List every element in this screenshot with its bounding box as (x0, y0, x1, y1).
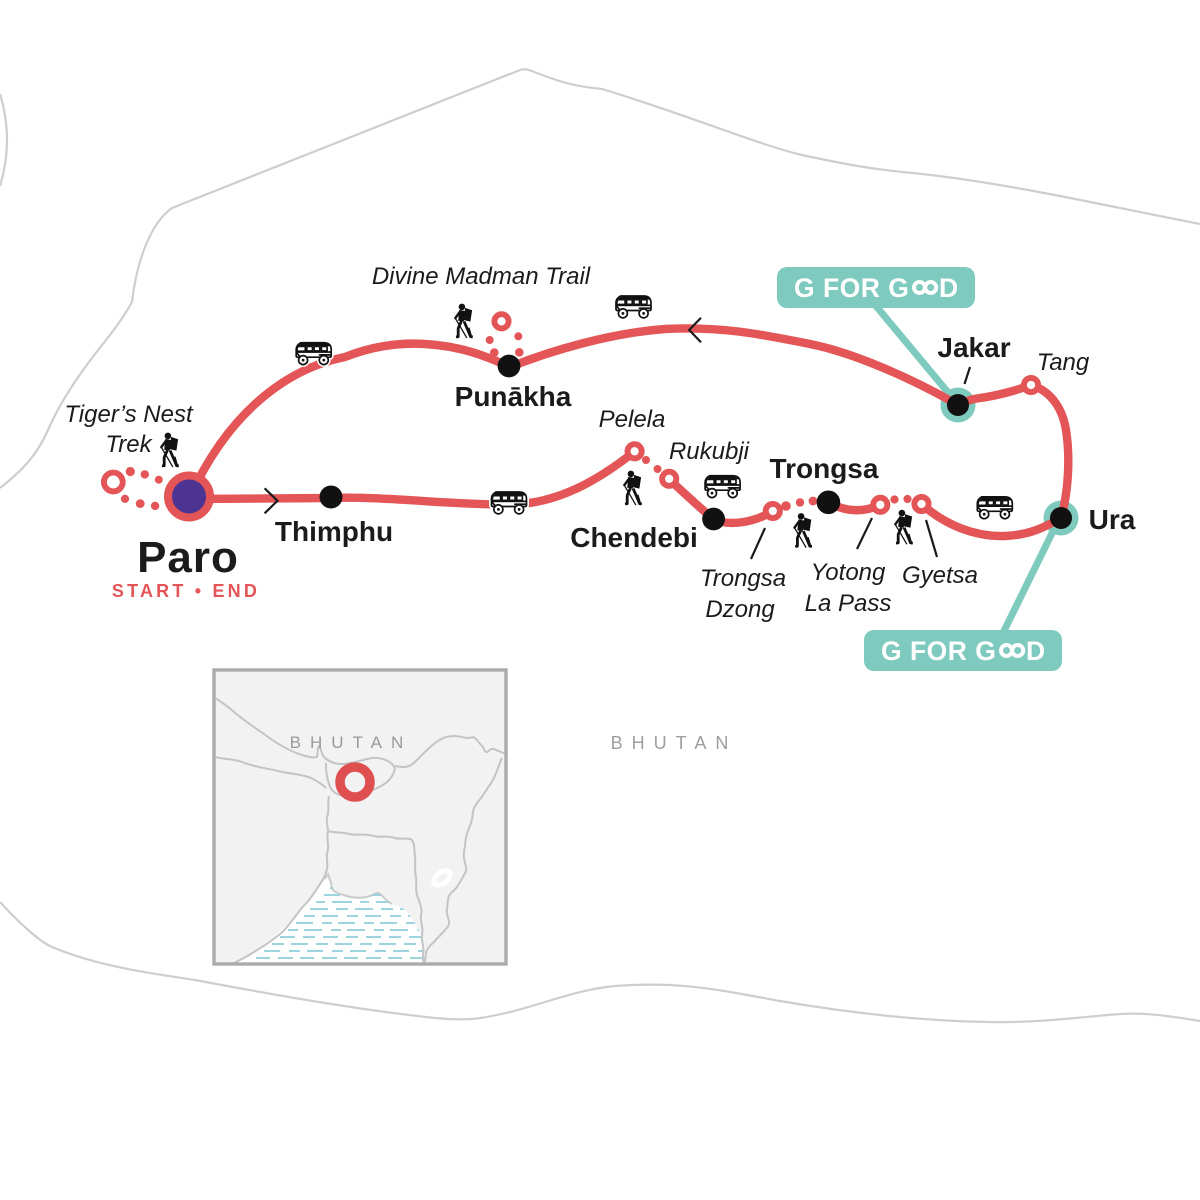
svg-text:Tang: Tang (1037, 349, 1090, 376)
svg-text:Ura: Ura (1089, 504, 1136, 535)
svg-text:Jakar: Jakar (937, 332, 1010, 363)
svg-text:Rukubji: Rukubji (669, 438, 750, 465)
svg-text:Punākha: Punākha (455, 381, 572, 412)
svg-text:START • END: START • END (112, 581, 260, 601)
svg-text:Tiger’s Nest: Tiger’s Nest (64, 401, 194, 428)
svg-text:Dzong: Dzong (705, 596, 775, 623)
svg-text:Pelela: Pelela (599, 406, 666, 433)
svg-text:BHUTAN: BHUTAN (290, 733, 413, 752)
svg-text:Gyetsa: Gyetsa (902, 562, 978, 589)
svg-text:Trek: Trek (105, 431, 153, 458)
svg-text:Paro: Paro (137, 533, 239, 582)
svg-text:Thimphu: Thimphu (275, 516, 393, 547)
svg-text:Trongsa: Trongsa (770, 453, 879, 484)
svg-text:Divine Madman Trail: Divine Madman Trail (372, 263, 591, 290)
svg-text:Chendebi: Chendebi (570, 522, 698, 553)
svg-text:La Pass: La Pass (805, 590, 892, 617)
svg-text:Trongsa: Trongsa (700, 565, 786, 592)
svg-text:BHUTAN: BHUTAN (611, 733, 738, 753)
svg-text:Yotong: Yotong (811, 559, 886, 586)
